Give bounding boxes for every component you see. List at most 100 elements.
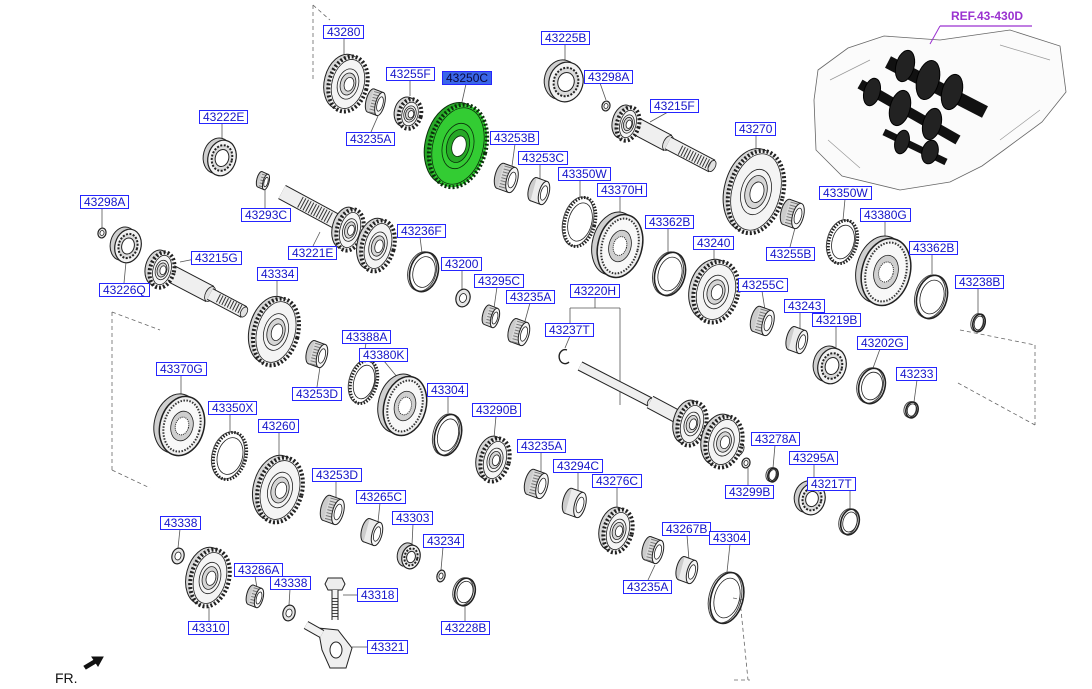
- part-label-43265c[interactable]: 43265C: [356, 490, 407, 504]
- needle-bearing-43255c: [749, 305, 775, 337]
- collar-43294c: [561, 487, 587, 519]
- part-label-43338[interactable]: 43338: [160, 516, 202, 530]
- leader-line: [599, 82, 607, 101]
- leader-line: [440, 546, 444, 571]
- pinion-43215g: [144, 249, 177, 290]
- part-label-43236f[interactable]: 43236F: [397, 224, 446, 238]
- part-label-43362b[interactable]: 43362B: [909, 241, 959, 255]
- part-label-43370g[interactable]: 43370G: [156, 362, 207, 376]
- part-label-43255b[interactable]: 43255B: [766, 247, 816, 261]
- part-label-43250c[interactable]: 43250C: [442, 71, 493, 85]
- gear-43334: [247, 295, 302, 368]
- part-label-43276c[interactable]: 43276C: [592, 474, 643, 488]
- part-label-43334[interactable]: 43334: [257, 267, 299, 281]
- part-label-43350x[interactable]: 43350X: [208, 401, 258, 415]
- leader-line: [493, 415, 497, 439]
- part-label-43350w[interactable]: 43350W: [819, 186, 872, 200]
- part-label-43234[interactable]: 43234: [423, 534, 465, 548]
- part-label-43215g[interactable]: 43215G: [191, 251, 242, 265]
- bearing-43222e: [202, 137, 237, 177]
- part-label-43238b[interactable]: 43238B: [955, 275, 1005, 289]
- part-label-43255f[interactable]: 43255F: [386, 67, 435, 81]
- part-label-43221e[interactable]: 43221E: [288, 246, 338, 260]
- part-label-43200[interactable]: 43200: [441, 257, 483, 271]
- sync-ring-43350w: [561, 196, 598, 248]
- part-label-43220h[interactable]: 43220H: [570, 284, 621, 298]
- part-label-43235a[interactable]: 43235A: [346, 132, 396, 146]
- part-label-43310[interactable]: 43310: [188, 621, 230, 635]
- leader-line: [761, 290, 766, 311]
- part-label-43380k[interactable]: 43380K: [359, 348, 409, 362]
- dashed-guide-line: [312, 4, 331, 21]
- part-label-43298a[interactable]: 43298A: [584, 70, 634, 84]
- part-label-43380g[interactable]: 43380G: [860, 208, 911, 222]
- part-label-43298a[interactable]: 43298A: [80, 195, 130, 209]
- part-label-43219b[interactable]: 43219B: [812, 313, 862, 327]
- part-label-43295c[interactable]: 43295C: [474, 274, 525, 288]
- synchronizer-43370h: [591, 211, 644, 279]
- needle-bearing-43253d-low: [319, 494, 345, 526]
- part-label-43217t[interactable]: 43217T: [807, 477, 856, 491]
- shaft-43215g: [163, 264, 249, 318]
- part-label-43253c[interactable]: 43253C: [518, 151, 569, 165]
- part-label-43290b[interactable]: 43290B: [472, 403, 522, 417]
- part-label-43388a[interactable]: 43388A: [342, 330, 392, 344]
- part-label-43304[interactable]: 43304: [427, 383, 469, 397]
- part-label-43338[interactable]: 43338: [270, 576, 312, 590]
- reference-outline-lines: [111, 4, 1036, 681]
- ring-43304-lower: [707, 571, 745, 625]
- part-label-43370h[interactable]: 43370H: [597, 183, 648, 197]
- part-label-43240[interactable]: 43240: [693, 236, 735, 250]
- lever-43321: [303, 621, 353, 669]
- part-label-43293c[interactable]: 43293C: [241, 208, 292, 222]
- needle-bearing-43235a-mid: [507, 318, 531, 347]
- part-label-43280[interactable]: 43280: [323, 25, 365, 39]
- part-label-43253b[interactable]: 43253B: [490, 131, 540, 145]
- part-label-43278a[interactable]: 43278A: [751, 432, 801, 446]
- part-label-43253d[interactable]: 43253D: [312, 468, 363, 482]
- leader-line: [649, 111, 669, 123]
- leader-line: [524, 302, 531, 322]
- part-label-43237t[interactable]: 43237T: [545, 323, 594, 337]
- part-label-43226q[interactable]: 43226Q: [99, 283, 150, 297]
- part-label-43228b[interactable]: 43228B: [441, 621, 491, 635]
- dashed-guide-line: [959, 329, 1036, 346]
- part-label-43235a[interactable]: 43235A: [506, 290, 556, 304]
- part-label-43362b[interactable]: 43362B: [645, 215, 695, 229]
- part-label-43233[interactable]: 43233: [896, 367, 938, 381]
- part-label-43270[interactable]: 43270: [735, 122, 777, 136]
- ring-43362b: [652, 251, 687, 297]
- pinion-43215f: [611, 104, 642, 143]
- synchronizer-43380k: [377, 373, 428, 437]
- part-label-43215f[interactable]: 43215F: [650, 99, 699, 113]
- part-label-43260[interactable]: 43260: [258, 419, 300, 433]
- part-label-43255c[interactable]: 43255C: [738, 278, 789, 292]
- part-label-43286a[interactable]: 43286A: [234, 563, 284, 577]
- part-label-43253d[interactable]: 43253D: [292, 387, 343, 401]
- needle-bearing-43235a: [364, 88, 386, 117]
- part-label-43202g[interactable]: 43202G: [857, 336, 908, 350]
- reference-link[interactable]: REF.43-430D: [951, 9, 1024, 23]
- leader-line: [872, 348, 881, 369]
- part-label-43243[interactable]: 43243: [784, 299, 826, 313]
- part-label-43299b[interactable]: 43299B: [725, 485, 775, 499]
- needle-bearing-43286a: [245, 584, 265, 609]
- part-label-43318[interactable]: 43318: [357, 588, 399, 602]
- dashed-guide-line: [732, 597, 745, 601]
- collar-43265c: [360, 518, 384, 547]
- leader-line: [772, 444, 776, 469]
- leader-line: [177, 528, 181, 549]
- part-label-43295a[interactable]: 43295A: [789, 451, 839, 465]
- part-label-43222e[interactable]: 43222E: [199, 110, 249, 124]
- part-label-43235a[interactable]: 43235A: [517, 439, 567, 453]
- part-label-43321[interactable]: 43321: [367, 640, 409, 654]
- gear-43240: [688, 258, 741, 325]
- part-label-43350w[interactable]: 43350W: [558, 167, 611, 181]
- part-label-43303[interactable]: 43303: [392, 511, 434, 525]
- part-label-43225b[interactable]: 43225B: [541, 31, 591, 45]
- bearing-43219b: [812, 345, 847, 385]
- part-label-43294c[interactable]: 43294C: [553, 459, 604, 473]
- part-label-43304[interactable]: 43304: [709, 531, 751, 545]
- part-label-43235a[interactable]: 43235A: [623, 580, 673, 594]
- part-label-43267b[interactable]: 43267B: [662, 522, 712, 536]
